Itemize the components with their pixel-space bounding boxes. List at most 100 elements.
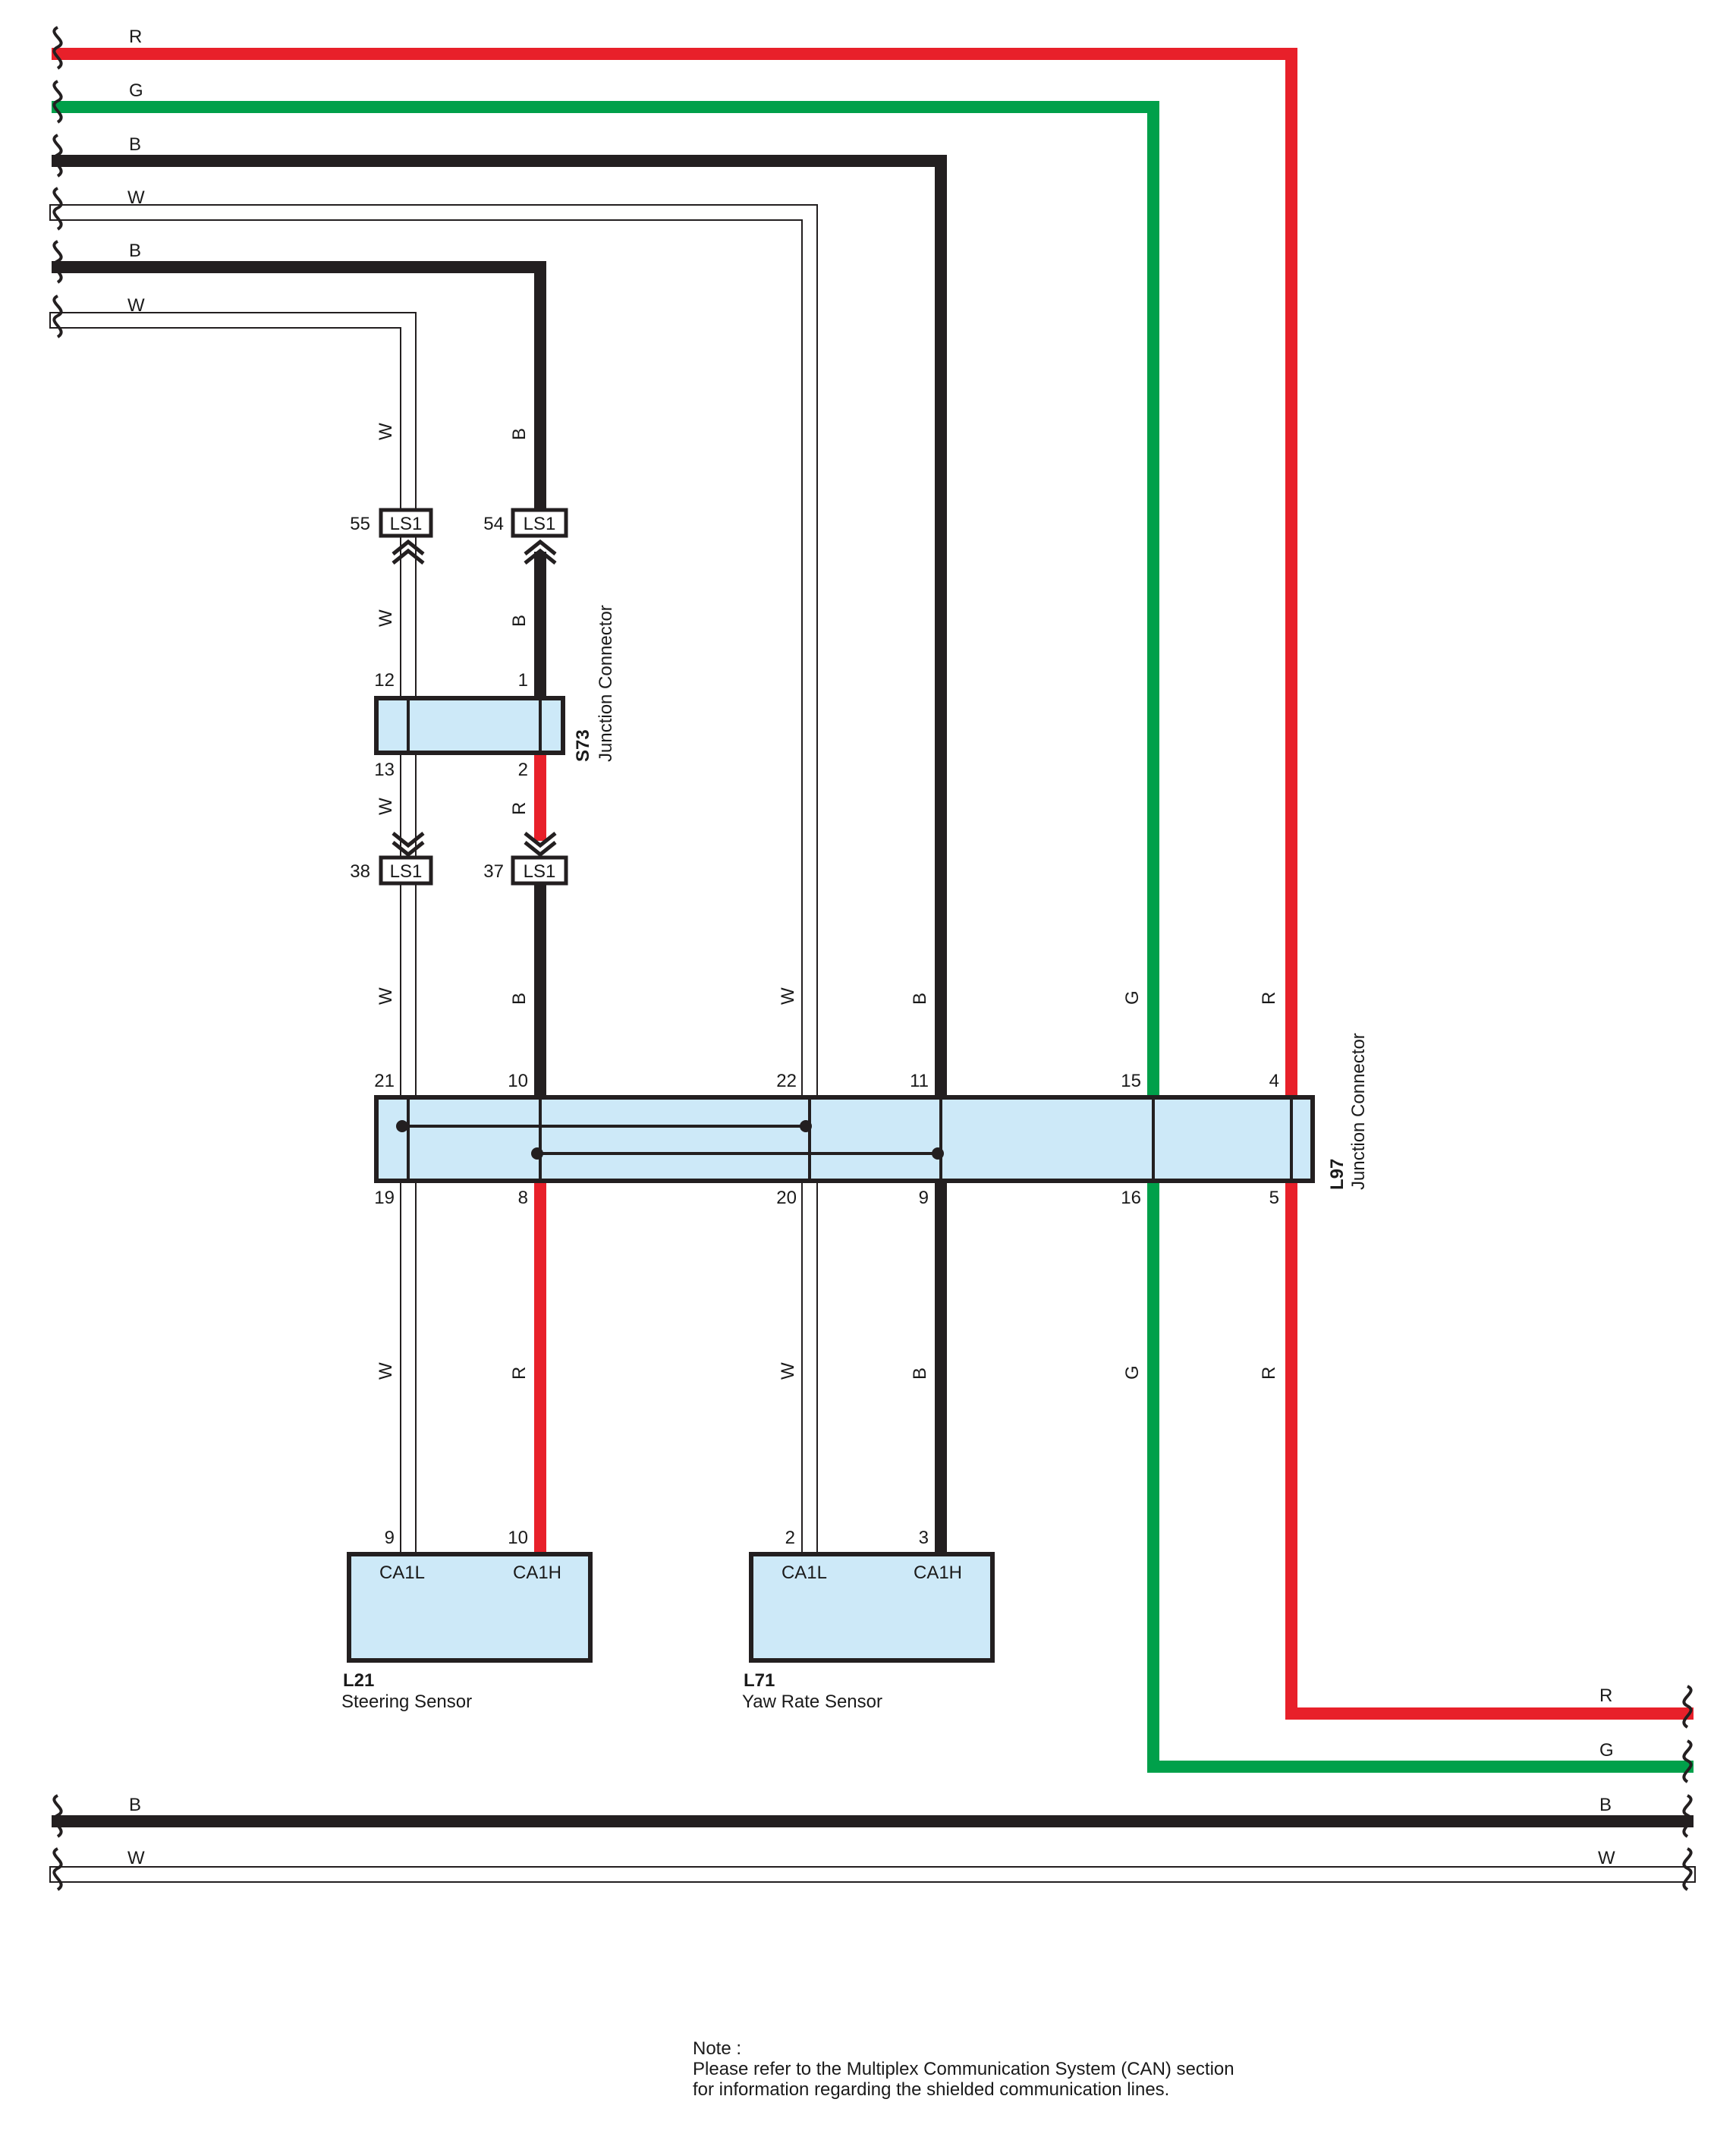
l71-pin-2: 2	[785, 1528, 795, 1548]
wire-label-b: B	[910, 1367, 930, 1380]
wire-label-b: B	[509, 993, 530, 1005]
wire-label-r: R	[1259, 1367, 1279, 1380]
break-mark-left-b2	[52, 240, 63, 284]
ls1-label-55: LS1	[390, 514, 423, 534]
component-l21: CA1L CA1H 9 10 L21 Steering Sensor	[341, 1528, 593, 1712]
edge-wire-labels: R G B W B W B W R G B W	[127, 27, 1615, 1868]
splice-dot	[531, 1147, 543, 1160]
ls1-label-38: LS1	[390, 861, 423, 882]
chevron-up-icon	[392, 539, 557, 565]
note-line-1: Please refer to the Multiplex Communicat…	[693, 2059, 1234, 2079]
l97-pin-21: 21	[374, 1071, 395, 1091]
break-mark-left-w3	[52, 1847, 63, 1891]
connector-l97	[374, 1095, 1315, 1183]
splice-dot	[396, 1120, 408, 1132]
s73-pin-1: 1	[518, 670, 528, 691]
wire-label-w: W	[376, 1362, 396, 1380]
l97-pin-5: 5	[1269, 1188, 1279, 1208]
l71-body	[749, 1552, 995, 1663]
s73-name: Junction Connector	[596, 605, 616, 762]
wire-label-left-w1: W	[127, 187, 145, 208]
l97-pin-10: 10	[508, 1071, 528, 1091]
wire-label-right-b: B	[1599, 1795, 1612, 1815]
wire-label-b: B	[910, 993, 930, 1005]
wire-label-w: W	[376, 987, 396, 1005]
note-line-2: for information regarding the shielded c…	[693, 2079, 1170, 2100]
l71-terminal-ca1h: CA1H	[914, 1563, 962, 1583]
break-mark-left-w2	[52, 294, 63, 338]
note-heading: Note :	[693, 2038, 742, 2059]
l97-name: Junction Connector	[1348, 1033, 1369, 1190]
l21-pin-10: 10	[508, 1528, 528, 1548]
wire-label-right-w: W	[1598, 1848, 1615, 1868]
l21-body	[347, 1552, 593, 1663]
connectors-ls1: LS1 LS1 LS1 LS1 55 54 38 37	[350, 508, 568, 886]
wire-label-r: R	[1259, 992, 1279, 1005]
l97-pin-4: 4	[1269, 1071, 1279, 1091]
wire-label-r: R	[509, 802, 530, 815]
splice-dot	[932, 1147, 944, 1160]
wire-label-left-b1: B	[129, 134, 141, 155]
wire-label-bottom-left-b: B	[129, 1795, 141, 1815]
s73-pin-12: 12	[374, 670, 395, 691]
ls1-label-37: LS1	[524, 861, 556, 882]
l97-pin-9: 9	[919, 1188, 929, 1208]
wire-label-w: W	[778, 987, 798, 1005]
wire-black-ls1-54	[52, 261, 546, 530]
splice-dot	[800, 1120, 812, 1132]
l21-id: L21	[343, 1670, 374, 1691]
break-mark-right-g	[1682, 1739, 1693, 1783]
l71-terminal-ca1l: CA1L	[782, 1563, 827, 1583]
chevron-down-icon	[392, 832, 557, 858]
l21-name: Steering Sensor	[341, 1692, 472, 1712]
note-block: Note : Please refer to the Multiplex Com…	[693, 2038, 1234, 2100]
break-mark-right-w	[1682, 1847, 1693, 1891]
l97-pin-19: 19	[374, 1188, 395, 1208]
l97-pin-22: 22	[776, 1071, 797, 1091]
pin-numbers: 12 1 13 2 21 10 22 11 15 4 19 8 20 9 16 …	[374, 670, 1279, 1208]
wire-label-g: G	[1122, 1365, 1143, 1380]
wire-label-w: W	[376, 423, 396, 440]
wire-label-w: W	[376, 609, 396, 627]
l97-pin-8: 8	[518, 1188, 528, 1208]
wire-label-r: R	[509, 1367, 530, 1380]
wire-white-l21-ca1l	[49, 312, 417, 1556]
wire-label-left-g: G	[129, 80, 143, 101]
wire-label-w: W	[778, 1362, 798, 1380]
wire-label-right-r: R	[1599, 1685, 1612, 1706]
break-mark-left-r	[52, 26, 63, 70]
l97-body	[374, 1095, 1315, 1183]
s73-pin-2: 2	[518, 760, 528, 780]
wire-label-g: G	[1122, 990, 1143, 1005]
wire-label-left-b2: B	[129, 241, 141, 261]
wire-white-l71-ca1l	[49, 204, 818, 1556]
ls1-pin-37: 37	[483, 861, 504, 882]
wire-label-bottom-left-w: W	[127, 1848, 145, 1868]
l71-pin-3: 3	[919, 1528, 929, 1548]
ls1-pin-54: 54	[483, 514, 504, 534]
ls1-label-54: LS1	[524, 514, 556, 534]
ls1-box-37	[511, 855, 568, 886]
s73-id: S73	[573, 729, 593, 762]
ls1-box-54	[511, 508, 568, 538]
component-l71: CA1L CA1H 2 3 L71 Yaw Rate Sensor	[742, 1528, 995, 1712]
l97-pin-15: 15	[1121, 1071, 1141, 1091]
break-mark-left-g	[52, 80, 63, 124]
l21-terminal-ca1h: CA1H	[513, 1563, 561, 1583]
l97-pin-16: 16	[1121, 1188, 1141, 1208]
break-mark-right-b	[1682, 1794, 1693, 1838]
ls1-box-38	[379, 855, 433, 886]
vertical-wire-labels: W B W B W R W B W B G R W R W B G R	[376, 423, 1279, 1380]
l97-pin-11: 11	[910, 1071, 929, 1091]
l97-id: L97	[1327, 1159, 1348, 1190]
wire-black-l71-ca1h	[52, 155, 947, 1554]
wire-label-right-g: G	[1599, 1740, 1614, 1761]
wire-label-left-w2: W	[127, 295, 145, 316]
connector-names: S73 Junction Connector L97 Junction Conn…	[573, 605, 1369, 1190]
l71-name: Yaw Rate Sensor	[742, 1692, 882, 1712]
connector-s73	[374, 696, 565, 755]
s73-body	[374, 696, 565, 755]
s73-pin-13: 13	[374, 760, 395, 780]
s73-name-line: Junction Connector	[596, 605, 616, 762]
